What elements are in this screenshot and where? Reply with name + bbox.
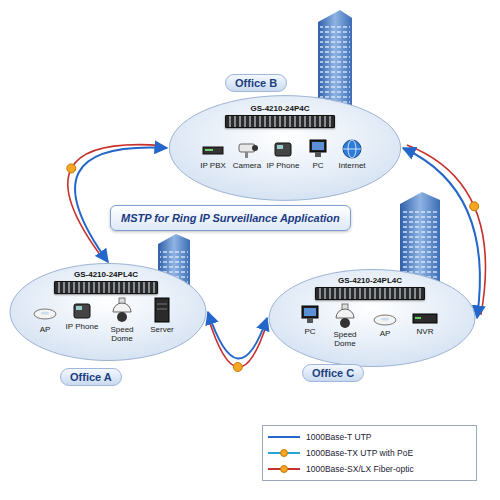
legend-text: 1000Base-TX UTP with PoE — [306, 448, 413, 458]
legend-sample — [267, 463, 301, 475]
fiber-line — [68, 145, 163, 260]
server-icon — [155, 298, 169, 322]
fiber-line — [208, 317, 267, 367]
poe-dot — [67, 164, 76, 173]
ip-phone-icon — [275, 143, 291, 156]
camera-icon — [239, 144, 258, 158]
legend-sample — [267, 447, 301, 459]
legend-text: 1000Base-SX/LX Fiber-optic — [306, 464, 414, 474]
device-label: IP Phone — [62, 322, 102, 331]
legend-sample — [267, 431, 301, 443]
speed-dome-icon — [113, 298, 131, 322]
device-label: Internet — [332, 161, 372, 170]
diagram-title: MSTP for Ring IP Surveillance Applicatio… — [110, 205, 351, 231]
office-ellipse-shape — [169, 96, 400, 201]
office-name: Office B — [225, 74, 287, 92]
device-label: Camera — [227, 161, 267, 170]
switch-box: GS-4210-24P4C — [225, 104, 335, 128]
link-arrow — [208, 312, 267, 359]
switch-box: GS-4210-24PL4C — [54, 270, 158, 294]
legend-line — [268, 436, 300, 438]
ip-phone-icon — [74, 304, 90, 318]
legend-row: 1000Base-T UTP — [267, 429, 472, 445]
device-label: AP — [365, 329, 405, 338]
pc-icon — [302, 306, 318, 323]
switch-body — [54, 281, 158, 294]
device-label: IP PBX — [193, 161, 233, 170]
legend-dot — [281, 466, 288, 473]
internet-icon — [343, 140, 361, 158]
device-label: Speed Dome — [102, 325, 142, 343]
poe-dot — [470, 202, 479, 211]
office-name: Office C — [302, 364, 364, 382]
legend-box: 1000Base-T UTP 1000Base-TX UTP with PoE 10… — [262, 425, 477, 481]
office-ellipse-shape — [269, 270, 475, 367]
device-label: IP Phone — [263, 161, 303, 170]
switch-model: GS-4210-24PL4C — [54, 270, 158, 280]
ring-link — [67, 145, 167, 262]
ring-link — [208, 312, 267, 371]
legend-row: 1000Base-TX UTP with PoE — [267, 445, 472, 461]
device-label: Server — [142, 325, 182, 334]
device-label: PC — [298, 161, 338, 170]
device-label: AP — [25, 325, 65, 334]
switch-model: GS-4210-24P4C — [225, 104, 335, 114]
speed-dome-icon — [336, 304, 354, 328]
ap-icon — [374, 315, 396, 325]
switch-box: GS-4210-24PL4C — [315, 276, 425, 300]
legend-dot — [281, 450, 288, 457]
office-region: Office CGS-4210-24PL4C — [267, 268, 477, 368]
switch-body — [315, 287, 425, 300]
switch-model: GS-4210-24PL4C — [315, 276, 425, 286]
ap-icon — [34, 309, 56, 319]
pc-icon — [310, 140, 326, 157]
nvr-icon — [413, 314, 437, 323]
device-label: PC — [290, 327, 330, 336]
device-label: NVR — [405, 327, 445, 336]
poe-dot — [233, 362, 242, 371]
office-name: Office A — [60, 368, 122, 386]
ip-pbx-icon — [203, 147, 223, 154]
device-label: Speed Dome — [325, 330, 365, 348]
switch-body — [225, 115, 335, 128]
legend-text: 1000Base-T UTP — [306, 432, 372, 442]
office-ellipse-shape — [10, 264, 206, 361]
legend-row: 1000Base-SX/LX Fiber-optic — [267, 461, 472, 477]
